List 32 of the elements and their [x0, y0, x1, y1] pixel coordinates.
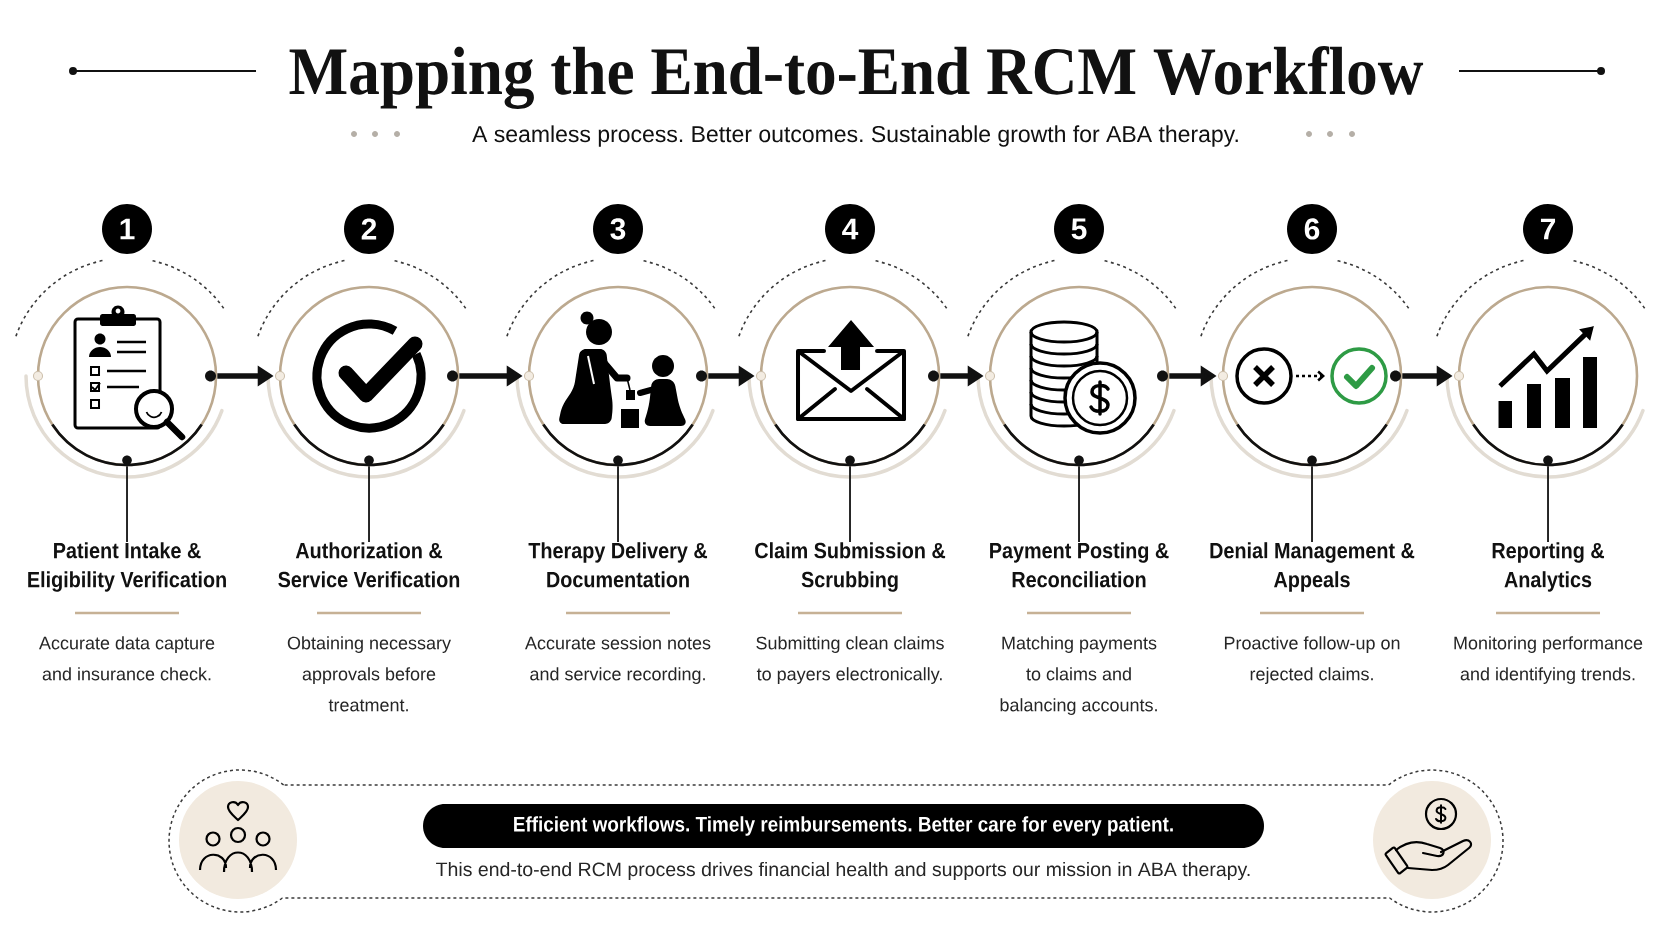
connector-line [1547, 465, 1549, 543]
step-heading: Claim Submission & Scrubbing [755, 542, 946, 592]
step-heading: Reporting & Analytics [1492, 542, 1604, 592]
number-badge: 5 [1054, 204, 1104, 254]
step-description: Obtaining necessary approvals before treatment. [287, 636, 451, 712]
step-heading: Denial Management & Appeals [1210, 542, 1415, 592]
title: Mapping the End-to-End RCM Workflow [289, 46, 1424, 109]
connector-line [368, 465, 370, 543]
step-heading: Payment Posting & Reconciliation [990, 542, 1169, 588]
step-description: Proactive follow-up on rejected claims. [1224, 636, 1400, 684]
step-description: Accurate session notes and service recording. [525, 636, 711, 684]
step-heading: Therapy Delivery & Documentation [528, 542, 708, 588]
number-badge: 7 [1523, 204, 1573, 254]
subtitle: A seamless process. Better outcomes. Sustainable growth for ABA therapy. [472, 125, 1238, 147]
step-heading: Authorization & Service Verification [278, 542, 460, 588]
connector-line [1311, 465, 1313, 543]
number-badge: 3 [593, 204, 643, 254]
step-description: Accurate data capture and insurance check. [39, 636, 215, 681]
step-heading: Patient Intake & Eligibility Verification [28, 542, 226, 592]
step-description: Monitoring performance and identifying trends. [1454, 636, 1643, 684]
panel-text: This end-to-end RCM process drives financial health and supports our mission in ABA therapy. [436, 861, 1250, 881]
connector-line [126, 465, 128, 543]
step-description: Submitting clean claims to payers electronically. [756, 636, 944, 684]
number-badge: 2 [344, 204, 394, 254]
connector-line [849, 465, 851, 543]
banner: Efficient workflows. Timely reimbursements. Better care for every patient. [423, 804, 1264, 848]
connector-line [617, 465, 619, 543]
number-badge: 6 [1287, 204, 1337, 254]
number-badge: 4 [825, 204, 875, 254]
connector-line [1078, 465, 1080, 543]
step-description: Matching payments to claims and balancing accounts. [1000, 636, 1157, 715]
number-badge: 1 [102, 204, 152, 254]
